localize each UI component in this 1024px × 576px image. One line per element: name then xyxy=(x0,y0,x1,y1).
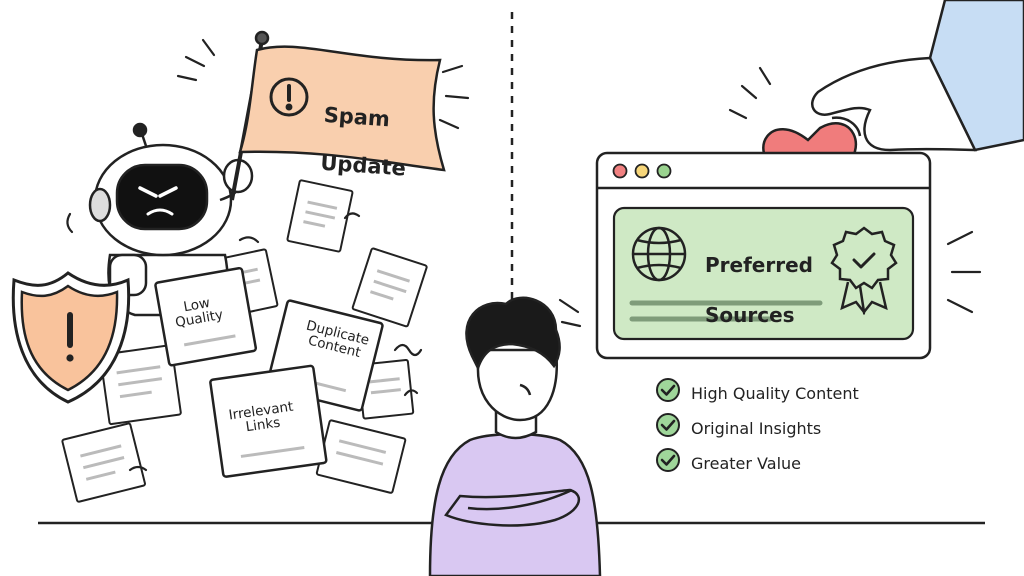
warning-shield xyxy=(11,271,131,404)
benefit-label: Greater Value xyxy=(691,454,801,473)
paper-low-quality xyxy=(154,266,258,367)
motion-lines-right xyxy=(558,66,982,328)
browser-window xyxy=(595,151,932,360)
spam-flag xyxy=(230,30,446,201)
benefit-label: High Quality Content xyxy=(691,384,859,403)
window-dot-red xyxy=(612,163,628,179)
preferred-sources-card xyxy=(612,206,915,341)
flag-label-line2: Update xyxy=(319,151,407,181)
benefits-list: High Quality Content Original Insights G… xyxy=(655,376,859,481)
benefit-label: Original Insights xyxy=(691,419,822,438)
window-dot-yellow xyxy=(634,163,650,179)
benefit-item: High Quality Content xyxy=(655,376,859,411)
window-dot-green xyxy=(656,163,672,179)
motion-lines-left xyxy=(66,38,470,472)
preferred-title-line2: Sources xyxy=(705,303,795,327)
person-viewer xyxy=(428,296,602,576)
preferred-sources-title: Preferred Sources xyxy=(705,228,835,353)
badge-icon xyxy=(830,226,898,316)
globe-icon xyxy=(631,226,687,282)
preferred-title-line1: Preferred xyxy=(705,253,813,277)
benefit-item: Greater Value xyxy=(655,446,859,481)
flag-label: Spam Update xyxy=(318,79,421,206)
flag-label-line1: Spam xyxy=(322,102,391,132)
benefit-item: Original Insights xyxy=(655,411,859,446)
paper-irrelevant-links xyxy=(209,364,328,478)
